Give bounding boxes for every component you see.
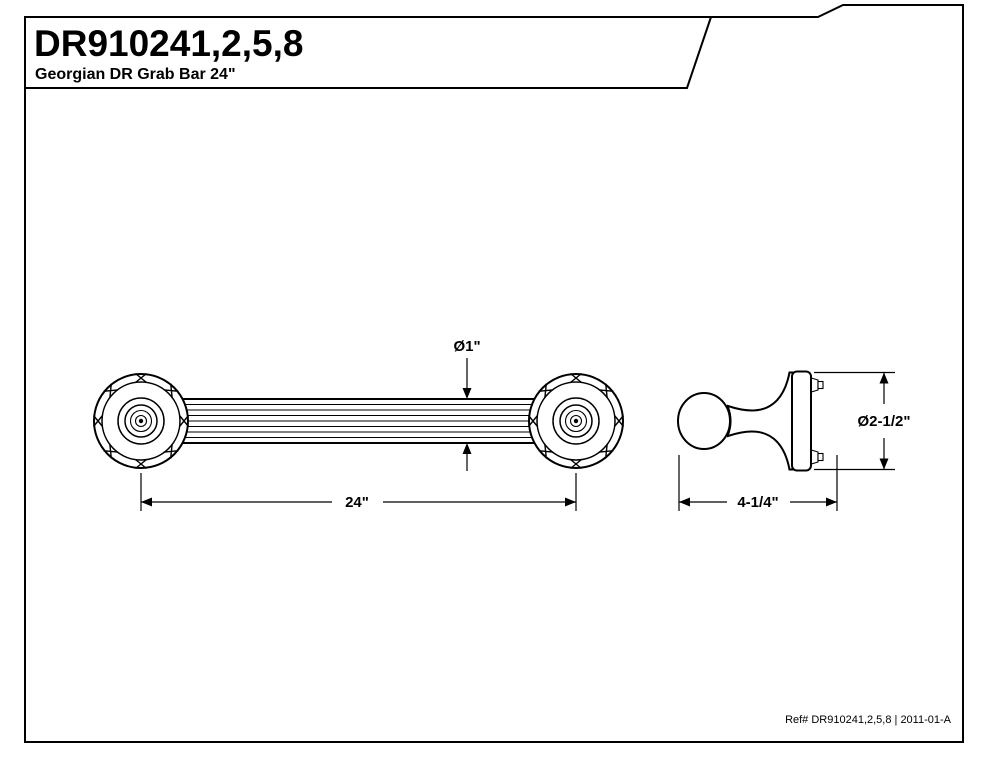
flange-center-dot	[138, 418, 144, 424]
dimension-projection: 4-1/4"	[678, 455, 838, 511]
flange-center-dot	[573, 418, 579, 424]
dimension-flange-diameter-label: Ø2-1/2"	[858, 413, 911, 430]
flange-hub-ring	[129, 409, 153, 433]
dimension-bar-diameter: Ø1"	[453, 338, 481, 471]
end-ball	[677, 392, 731, 450]
flange-inner-ring	[101, 381, 181, 461]
bar-fluting	[141, 403, 576, 439]
dimension-flange-diameter: Ø2-1/2"	[814, 371, 911, 471]
grab-bar-side-view	[677, 370, 824, 472]
flange-hub-ring	[134, 414, 148, 428]
right-flange	[527, 372, 625, 470]
wall-flange	[791, 370, 812, 472]
grab-bar-front-view	[92, 372, 625, 470]
dimension-projection-label: 4-1/4"	[737, 494, 778, 511]
bar-outline	[141, 398, 576, 444]
left-flange	[92, 372, 190, 470]
bar	[141, 398, 576, 444]
sheet-subtitle: Georgian DR Grab Bar 24"	[35, 66, 236, 83]
flange-hub-ring	[124, 404, 158, 438]
extension-lines	[140, 473, 577, 511]
extension-lines	[814, 371, 895, 471]
sheet-title: DR910241,2,5,8	[34, 23, 303, 64]
flange-inner-ring	[536, 381, 616, 461]
title-block-divider	[25, 16, 712, 89]
ref-number: Ref# DR910241,2,5,8 | 2011-01-A	[785, 714, 952, 726]
dimension-bar-length: 24"	[140, 473, 577, 511]
mounting-post	[727, 371, 795, 471]
sheet-border	[24, 4, 964, 743]
dimension-bar-length-label: 24"	[345, 494, 369, 511]
flange-hub-ring	[564, 409, 588, 433]
ball-neck-seam	[727, 405, 732, 437]
flange-hub-ring	[569, 414, 583, 428]
dimension-bar-diameter-label: Ø1"	[453, 338, 480, 355]
flange-hub-ring	[117, 397, 165, 445]
flange-hub-ring	[559, 404, 593, 438]
flange-hub-ring	[552, 397, 600, 445]
